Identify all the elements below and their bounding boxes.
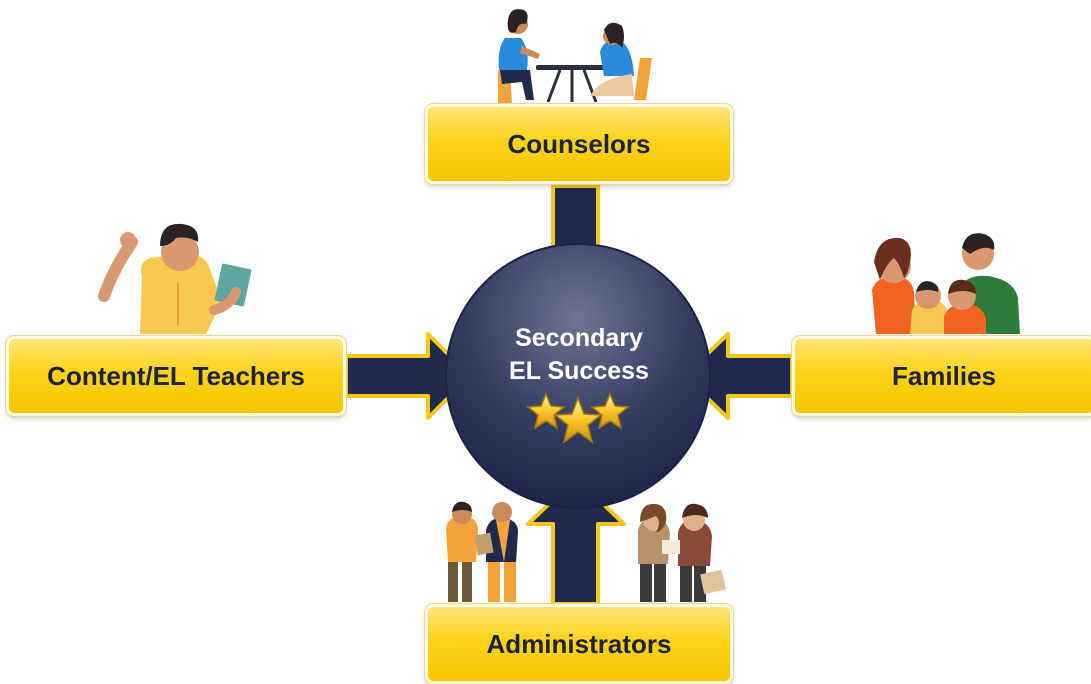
center-title-line-2: EL Success bbox=[509, 357, 649, 385]
administrators-box: Administrators bbox=[425, 604, 733, 684]
administrators-label: Administrators bbox=[486, 628, 672, 659]
administrators-left-illustration bbox=[446, 501, 518, 602]
stars-icon bbox=[526, 392, 630, 444]
content-el-teachers-label: Content/EL Teachers bbox=[47, 360, 305, 391]
families-box: Families bbox=[792, 336, 1091, 416]
center-title-line-1: Secondary bbox=[515, 324, 643, 352]
teacher-illustration bbox=[98, 223, 252, 334]
families-label: Families bbox=[891, 360, 997, 391]
family-illustration bbox=[872, 233, 1020, 334]
administrators-right-illustration bbox=[638, 503, 726, 602]
counselors-label: Counselors bbox=[507, 128, 651, 159]
content-el-teachers-box: Content/EL Teachers bbox=[6, 336, 346, 416]
center-title: Secondary EL Success bbox=[460, 322, 698, 388]
counselors-box: Counselors bbox=[425, 104, 733, 184]
center-circle bbox=[445, 243, 711, 509]
counselors-illustration bbox=[498, 9, 652, 103]
